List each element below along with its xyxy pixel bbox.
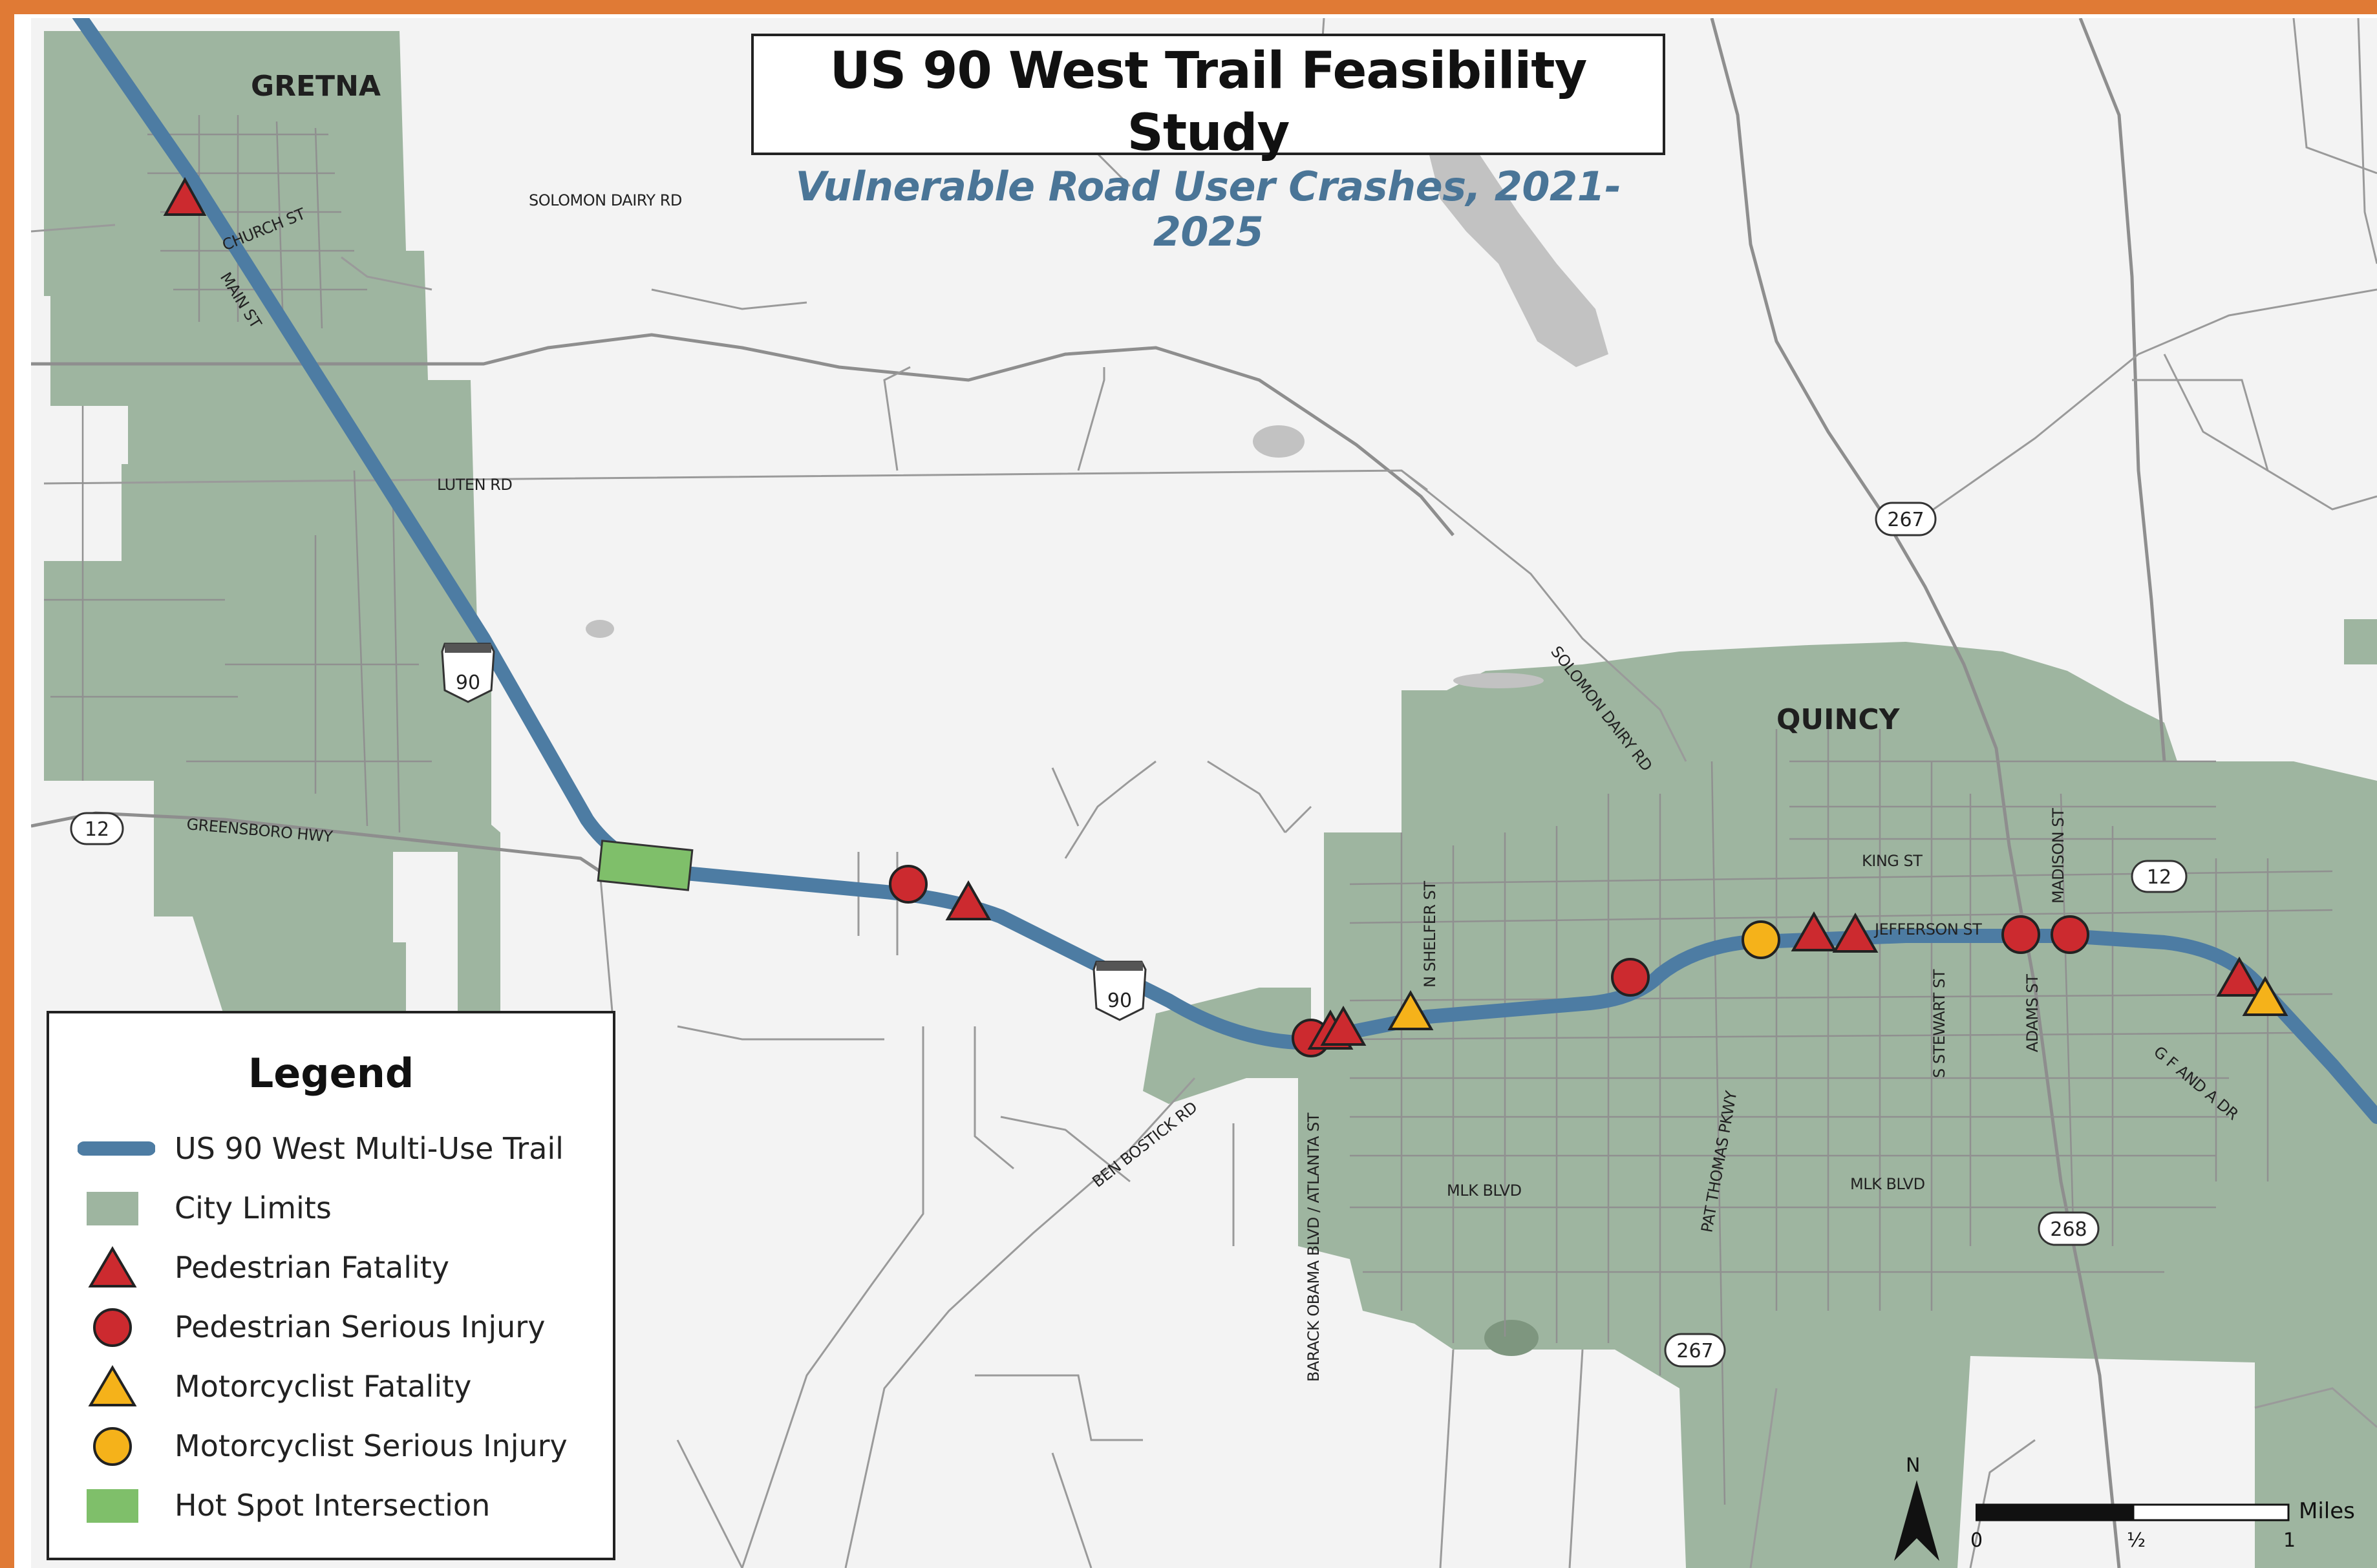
title-box: US 90 West Trail Feasibility Study Vulne… [751,34,1665,255]
svg-text:90: 90 [456,672,480,694]
city-label-quincy: QUINCY [1776,703,1901,736]
red-triangle-icon [88,1246,137,1287]
sr267-shield-north: 267 [1875,502,1937,536]
legend-label: Pedestrian Fatality [175,1250,450,1285]
road-label-king-st: KING ST [1862,852,1923,870]
road-label-adams-st: ADAMS ST [2023,974,2041,1052]
motorcyclist-fatality-marker[interactable] [2242,975,2288,1016]
lake-north [1427,147,1608,367]
yellow-triangle-icon [88,1365,137,1406]
legend-item-city-limits: City Limits [78,1185,608,1231]
us90-shield-west: 90 [441,642,495,703]
city-limits-swatch-icon [87,1192,138,1225]
legend-label: Motorcyclist Fatality [175,1369,472,1404]
scale-units: Miles [2299,1498,2355,1524]
road-label-ben-bostick-rd: BEN BOSTICK RD [1089,1098,1200,1191]
pedestrian-serious-injury-marker[interactable] [1611,958,1650,997]
scale-tick-0: 0 [1970,1529,1983,1552]
us90-shield-mid: 90 [1093,960,1147,1021]
street-grid-gretna [44,115,432,833]
legend-title: Legend [248,1050,414,1097]
sr268-shield: 268 [2038,1211,2100,1246]
pedestrian-fatality-marker[interactable] [945,880,992,920]
road-label-madison-st: MADISON ST [2049,808,2067,904]
road-network [31,18,2377,1568]
svg-text:268: 268 [2050,1218,2087,1241]
sr12-shield-east: 12 [2131,860,2188,893]
motorcyclist-fatality-marker[interactable] [1387,990,1434,1030]
red-circle-icon [93,1308,132,1347]
north-label: N [1906,1454,1921,1477]
road-label-mlk-blvd-west: MLK BLVD [1447,1181,1522,1200]
legend-item-hot-spot: Hot Spot Intersection [78,1483,608,1528]
legend-item-pedestrian-fatality: Pedestrian Fatality [78,1245,608,1290]
legend-label: Motorcyclist Serious Injury [175,1428,568,1463]
svg-text:12: 12 [2147,866,2171,889]
pedestrian-fatality-marker[interactable] [1791,911,1837,951]
road-label-n-shelfer-st: N SHELFER ST [1421,881,1439,988]
map-title: US 90 West Trail Feasibility Study [829,42,1588,162]
trail-line-icon [78,1141,155,1156]
road-label-mlk-blvd-east: MLK BLVD [1850,1175,1925,1193]
pedestrian-fatality-marker[interactable] [1832,912,1879,953]
lake-small-3 [1453,673,1544,688]
map-subtitle: Vulnerable Road User Crashes, 2021-2025 [795,163,1621,255]
street-grid-quincy [1349,729,2333,1505]
road-label-barack-obama-blvd: BARACK OBAMA BLVD / ATLANTA ST [1305,1112,1323,1382]
map-svg: 90 90 12 12 267 267 268 GRETNA QUINC [31,18,2377,1568]
sr12-shield-west: 12 [70,812,124,845]
legend-item-motorcyclist-fatality: Motorcyclist Fatality [78,1364,608,1409]
pedestrian-serious-injury-marker[interactable] [2051,915,2089,954]
legend-panel: Legend US 90 West Multi-Use Trail City L… [47,1011,615,1560]
road-label-solomon-dairy-rd-north: SOLOMON DAIRY RD [529,191,682,209]
pedestrian-fatality-marker[interactable] [1320,1005,1367,1046]
legend-item-trail: US 90 West Multi-Use Trail [78,1126,608,1171]
road-label-luten-rd: LUTEN RD [437,476,512,494]
legend-label: Pedestrian Serious Injury [175,1309,546,1344]
svg-text:267: 267 [1676,1340,1713,1362]
green-rectangle-icon [87,1489,138,1523]
svg-text:90: 90 [1107,990,1132,1012]
pedestrian-fatality-marker[interactable] [2216,956,2263,997]
crash-markers [163,176,2288,1057]
legend-label: US 90 West Multi-Use Trail [175,1131,564,1166]
city-limits-gretna [44,31,500,1019]
svg-text:267: 267 [1887,509,1924,531]
pedestrian-serious-injury-marker[interactable] [2001,915,2040,954]
hot-spot-intersection[interactable] [597,840,694,891]
sr267-shield-south: 267 [1664,1333,1726,1368]
scale-bar [1976,1503,2290,1521]
scale-tick-half: ½ [2127,1529,2146,1552]
road-label-jefferson-st: JEFFERSON ST [1873,920,1982,938]
city-limits-quincy-east-edge [2344,619,2377,664]
road-label-s-stewart-st: S STEWART ST [1930,969,1948,1078]
svg-text:12: 12 [85,818,109,841]
yellow-circle-icon [93,1427,132,1466]
lake-small-1 [1253,425,1305,458]
north-arrow-icon [1894,1480,1939,1561]
pedestrian-fatality-marker[interactable] [163,176,207,216]
lake-small-2 [586,620,614,638]
scale-tick-1: 1 [2283,1529,2296,1552]
legend-label: Hot Spot Intersection [175,1488,491,1523]
motorcyclist-serious-injury-marker[interactable] [1742,920,1780,959]
city-label-gretna: GRETNA [251,70,381,103]
legend-label: City Limits [175,1191,332,1225]
lake-quincy-pond [1484,1320,1539,1356]
pedestrian-serious-injury-marker[interactable] [889,865,928,904]
city-limits-quincy [1298,642,2377,1568]
legend-item-pedestrian-injury: Pedestrian Serious Injury [78,1304,608,1350]
city-limits-gretna-patch [225,942,406,1020]
legend-item-motorcyclist-injury: Motorcyclist Serious Injury [78,1423,608,1468]
